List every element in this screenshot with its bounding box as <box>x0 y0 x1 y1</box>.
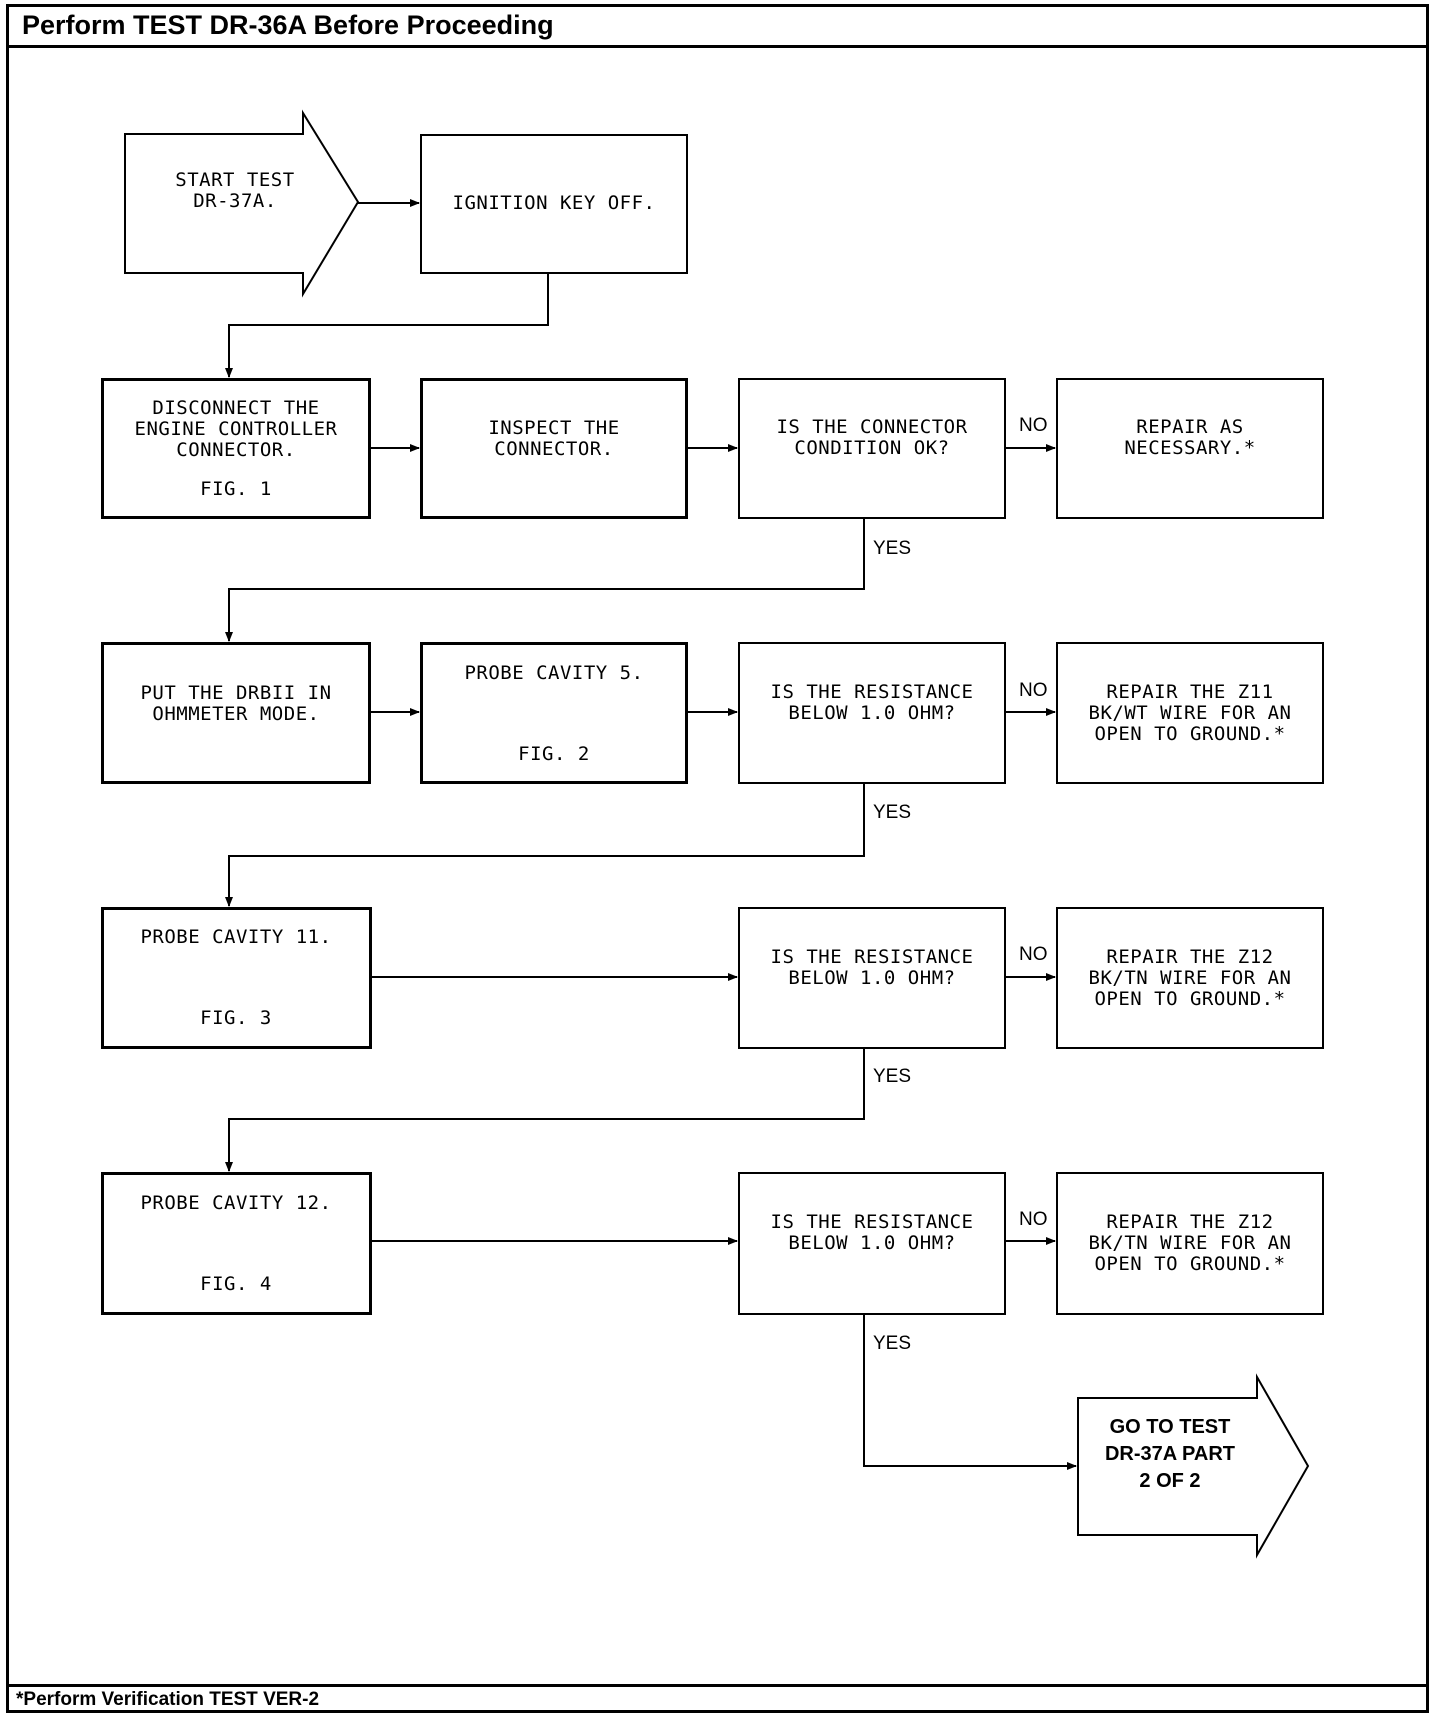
probe-cavity-11-fig-label: FIG. 3 <box>200 1007 272 1029</box>
probe-cavity-5-text: PROBE CAVITY 5. <box>464 662 644 684</box>
repair-z12-text-2: REPAIR THE Z12 BK/TN WIRE FOR AN OPEN TO… <box>1088 1211 1292 1275</box>
no-label-4: NO <box>1019 1209 1048 1230</box>
probe-cavity-12-box: PROBE CAVITY 12. FIG. 4 <box>101 1172 372 1315</box>
resistance-question-box-2: IS THE RESISTANCE BELOW 1.0 OHM? <box>738 907 1006 1049</box>
ignition-key-off-box: IGNITION KEY OFF. <box>420 134 688 274</box>
repair-z12-text-1: REPAIR THE Z12 BK/TN WIRE FOR AN OPEN TO… <box>1088 946 1292 1010</box>
page-header: Perform TEST DR-36A Before Proceeding <box>6 4 1429 48</box>
start-arrow-shape <box>124 109 360 298</box>
disconnect-connector-box: DISCONNECT THE ENGINE CONTROLLER CONNECT… <box>101 378 371 519</box>
repair-z11-box: REPAIR THE Z11 BK/WT WIRE FOR AN OPEN TO… <box>1056 642 1324 784</box>
connector-condition-question-box: IS THE CONNECTOR CONDITION OK? <box>738 378 1006 519</box>
yes-label-2: YES <box>873 802 912 823</box>
yes-label-1: YES <box>873 538 912 559</box>
page-footer: *Perform Verification TEST VER-2 <box>6 1684 1429 1713</box>
probe-cavity-12-text: PROBE CAVITY 12. <box>140 1192 332 1214</box>
connector-condition-question-text: IS THE CONNECTOR CONDITION OK? <box>776 416 968 459</box>
inspect-connector-text: INSPECT THE CONNECTOR. <box>488 417 620 460</box>
repair-z11-text: REPAIR THE Z11 BK/WT WIRE FOR AN OPEN TO… <box>1088 681 1292 745</box>
footer-note: *Perform Verification TEST VER-2 <box>16 1689 320 1710</box>
repair-z12-box-1: REPAIR THE Z12 BK/TN WIRE FOR AN OPEN TO… <box>1056 907 1324 1049</box>
page-title: Perform TEST DR-36A Before Proceeding <box>22 10 554 40</box>
resistance-question-text-2: IS THE RESISTANCE BELOW 1.0 OHM? <box>770 946 974 989</box>
probe-cavity-11-box: PROBE CAVITY 11. FIG. 3 <box>101 907 372 1049</box>
disconnect-connector-text: DISCONNECT THE ENGINE CONTROLLER CONNECT… <box>134 397 338 461</box>
disconnect-fig-label: FIG. 1 <box>200 478 272 500</box>
no-label-3: NO <box>1019 944 1048 965</box>
goto-test-label: GO TO TEST DR-37A PART 2 OF 2 <box>1104 1416 1235 1492</box>
probe-cavity-12-fig-label: FIG. 4 <box>200 1273 272 1295</box>
no-label-1: NO <box>1019 415 1048 436</box>
page-frame <box>6 4 1429 1713</box>
drbii-ohmmeter-text: PUT THE DRBII IN OHMMETER MODE. <box>140 682 332 725</box>
resistance-question-box-1: IS THE RESISTANCE BELOW 1.0 OHM? <box>738 642 1006 784</box>
inspect-connector-box: INSPECT THE CONNECTOR. <box>420 378 688 519</box>
no-label-2: NO <box>1019 680 1048 701</box>
repair-as-necessary-text: REPAIR AS NECESSARY.* <box>1124 416 1256 459</box>
resistance-question-text-1: IS THE RESISTANCE BELOW 1.0 OHM? <box>770 681 974 724</box>
probe-cavity-5-fig-label: FIG. 2 <box>518 743 590 765</box>
repair-z12-box-2: REPAIR THE Z12 BK/TN WIRE FOR AN OPEN TO… <box>1056 1172 1324 1315</box>
yes-label-4: YES <box>873 1333 912 1354</box>
yes-label-3: YES <box>873 1066 912 1087</box>
resistance-question-box-3: IS THE RESISTANCE BELOW 1.0 OHM? <box>738 1172 1006 1315</box>
resistance-question-text-3: IS THE RESISTANCE BELOW 1.0 OHM? <box>770 1211 974 1254</box>
probe-cavity-11-text: PROBE CAVITY 11. <box>140 926 332 948</box>
probe-cavity-5-box: PROBE CAVITY 5. FIG. 2 <box>420 642 688 784</box>
goto-arrow-shape <box>1077 1373 1310 1559</box>
repair-as-necessary-box: REPAIR AS NECESSARY.* <box>1056 378 1324 519</box>
drbii-ohmmeter-box: PUT THE DRBII IN OHMMETER MODE. <box>101 642 371 784</box>
ignition-key-off-text: IGNITION KEY OFF. <box>452 192 656 214</box>
start-test-label: START TEST DR-37A. <box>175 169 295 212</box>
